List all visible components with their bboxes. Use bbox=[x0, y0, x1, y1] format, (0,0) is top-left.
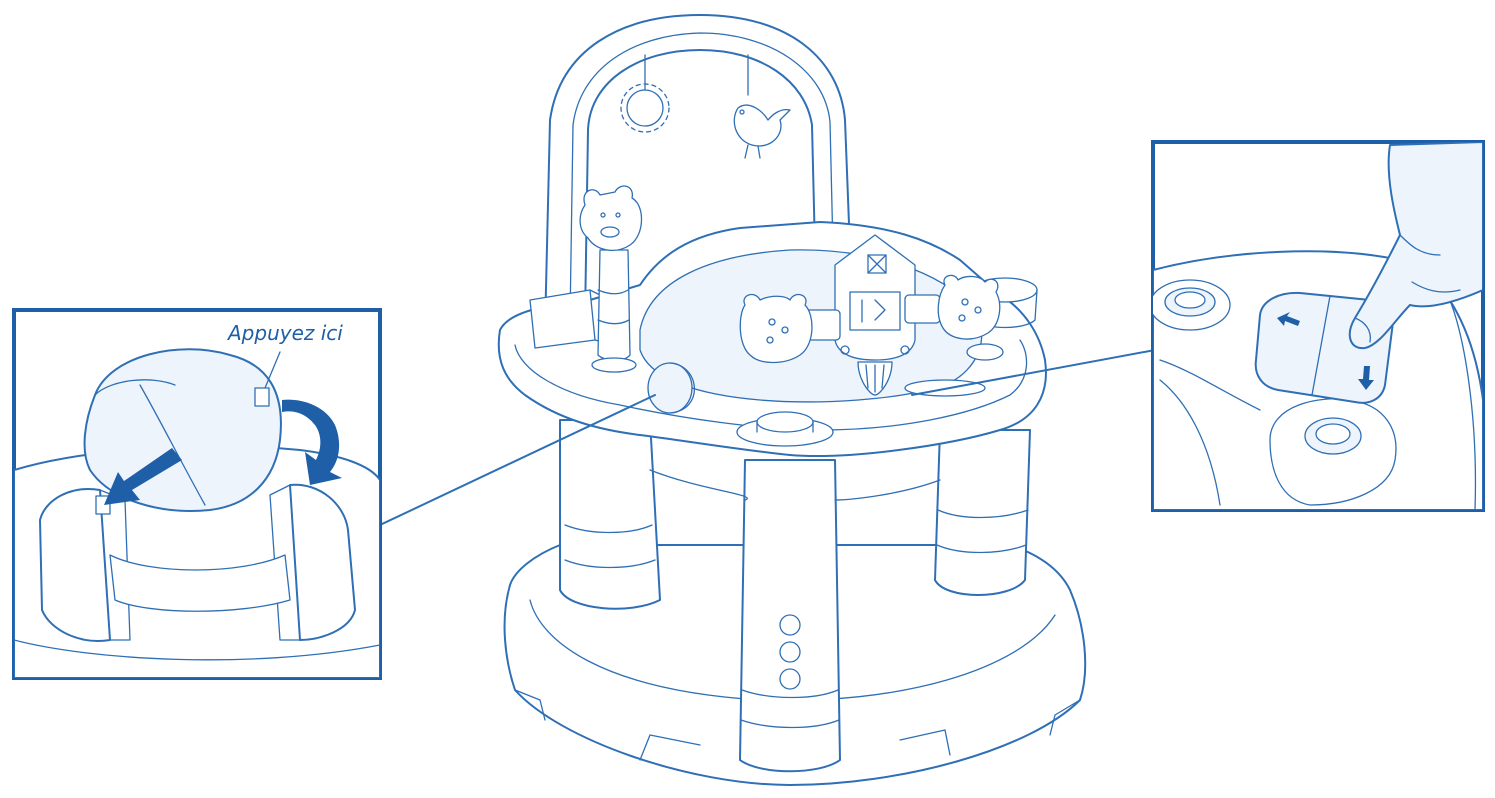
release-tab bbox=[254, 387, 270, 407]
sheep-toy-left bbox=[739, 293, 841, 364]
hand-illustration bbox=[1348, 142, 1483, 350]
barn-toy bbox=[834, 234, 916, 396]
cow-toy bbox=[579, 185, 643, 373]
sun-toy bbox=[620, 83, 670, 133]
sheep-toy-right bbox=[904, 274, 1001, 340]
press-here-label: Appuyez ici bbox=[226, 321, 343, 345]
callout-left: Appuyez ici bbox=[12, 308, 382, 680]
arrow-down-left-icon bbox=[104, 448, 182, 505]
activity-center-illustration bbox=[497, 14, 1087, 786]
roller-toy bbox=[83, 348, 282, 515]
arrow-down-icon bbox=[1358, 366, 1374, 390]
arrow-up-icon bbox=[1277, 312, 1300, 326]
rotate-arrow-icon bbox=[282, 399, 342, 485]
leader-line-right bbox=[911, 349, 1156, 396]
callout-right bbox=[1151, 140, 1485, 512]
legs bbox=[559, 419, 1031, 773]
leader-line-left bbox=[379, 394, 656, 526]
bird-toy bbox=[733, 104, 791, 159]
